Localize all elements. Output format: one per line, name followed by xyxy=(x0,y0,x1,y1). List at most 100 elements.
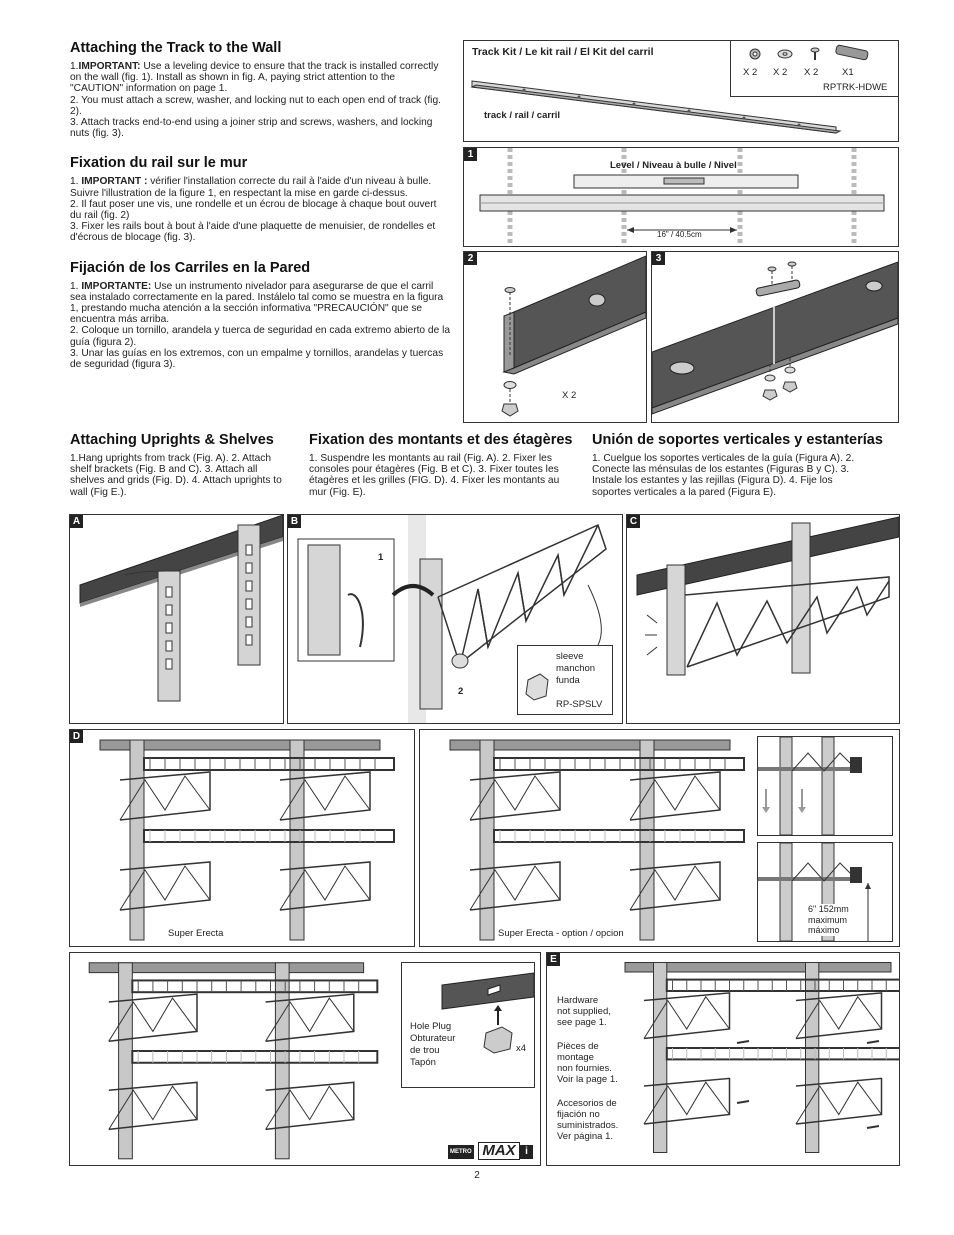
es-uprights-instructions: Unión de soportes verticales y estanterí… xyxy=(592,432,902,498)
hw-en-2: not supplied, xyxy=(557,1006,611,1017)
hole-plug-detail xyxy=(441,972,534,1054)
detail-top-drawing xyxy=(758,737,862,835)
en-track-heading: Attaching the Track to the Wall xyxy=(70,40,282,56)
step-text: Unar las guías en los extremos, con un e… xyxy=(70,347,444,371)
step-number: 3. xyxy=(70,117,79,129)
max-logo: MAX xyxy=(478,1142,520,1160)
hw-es-4: Ver página 1. xyxy=(557,1131,613,1142)
figure-c-bracket-mounted: C xyxy=(626,514,900,724)
en-uprights-text: 1.Hang uprights from track (Fig. A). 2. … xyxy=(70,453,282,498)
step-text: Fixer les rails bout à bout à l'aide d'u… xyxy=(70,221,436,244)
step-text: Coloque un tornillo, arandela y tuerca d… xyxy=(70,325,451,348)
step-number: 2. xyxy=(70,325,79,337)
uprights-on-track-drawing xyxy=(79,515,283,702)
figure-1-level: 1 Level / Niveau à bulle / Nivel 16" / 4… xyxy=(463,147,899,247)
level-track-drawing xyxy=(479,148,885,246)
step-1: 1. IMPORTANTE: Use un instrumento nivela… xyxy=(70,281,450,326)
hw-es-1: Accesorios de xyxy=(557,1098,617,1109)
fr-uprights-instructions: Fixation des montants et des étagères 1.… xyxy=(309,432,581,498)
sleeve-fr: manchon xyxy=(556,663,596,674)
figure-2-number: 2 xyxy=(464,252,477,265)
figure-1-number: 1 xyxy=(464,148,477,161)
es-uprights-text: 1. Cuelgue los soportes verticales de la… xyxy=(592,453,855,498)
step-1: 1.IMPORTANT: Use a leveling device to en… xyxy=(70,61,450,95)
shelf-assembly-drawing xyxy=(99,739,395,941)
en-track-steps: 1.IMPORTANT: Use a leveling device to en… xyxy=(70,61,450,139)
count-joiner: X1 xyxy=(842,67,854,78)
figure-a-tag: A xyxy=(70,515,83,528)
step-text: Attach tracks end-to-end using a joiner … xyxy=(70,117,433,140)
hw-en-3: see page 1. xyxy=(557,1017,607,1028)
plug-es: Tapón xyxy=(410,1057,436,1068)
plug-quantity: x4 xyxy=(516,1043,527,1054)
hw-fr-1: Pièces de xyxy=(557,1041,599,1052)
figure-hole-plug: Hole Plug Obturateur de trou Tapón x4 ME… xyxy=(69,952,541,1166)
step-text: Use a leveling device to ensure that the… xyxy=(70,61,439,95)
track-instructions: Attaching the Track to the Wall 1.IMPORT… xyxy=(70,40,450,370)
sleeve-en: sleeve xyxy=(556,651,584,662)
es-track-steps: 1. IMPORTANTE: Use un instrumento nivela… xyxy=(70,281,450,371)
max-label: 6" 152mm maximum máximo xyxy=(808,904,849,936)
hole-plug-callout: Hole Plug Obturateur de trou Tapón x4 xyxy=(401,962,535,1088)
figure-b-tag: B xyxy=(288,515,301,528)
step-number: 2. xyxy=(70,198,79,210)
es-uprights-heading: Unión de soportes verticales y estanterí… xyxy=(592,432,883,448)
hardware-part-number: RPTRK-HDWE xyxy=(823,82,888,93)
track-rail-drawing xyxy=(470,80,842,134)
hardware-note-fr: Pièces de montage non fournies. Voir la … xyxy=(557,1041,618,1085)
stud-spacing-label: 16" / 40.5cm xyxy=(657,230,702,239)
step-text: Il faut poser une vis, une rondelle et u… xyxy=(70,198,437,222)
hardware-icons xyxy=(749,44,869,61)
metro-logo: METRO xyxy=(448,1145,474,1159)
figure-d-caption: Super Erecta xyxy=(168,928,224,939)
count-washer: X 2 xyxy=(773,67,788,78)
max-es: máximo xyxy=(808,925,840,935)
en-uprights-heading: Attaching Uprights & Shelves xyxy=(70,432,274,448)
step-3: 3. Fixer les rails bout à bout à l'aide … xyxy=(70,221,450,243)
fr-track-steps: 1. IMPORTANT : vérifier l'installation c… xyxy=(70,176,450,243)
figure-d-shelves: D Super Erecta xyxy=(69,729,415,947)
step-1: 1. IMPORTANT : vérifier l'installation c… xyxy=(70,176,450,198)
figure-2-end-screw: 2 X 2 xyxy=(463,251,647,423)
sleeve-es: funda xyxy=(556,675,580,686)
track-kit-title: Track Kit / Le kit rail / El Kit del car… xyxy=(472,46,654,58)
step-text: You must attach a screw, washer, and loc… xyxy=(70,94,441,117)
track-label: track / rail / carril xyxy=(484,110,561,121)
sleeve-callout: sleeve manchon funda RP-SPSLV xyxy=(517,645,613,715)
figure-e-tag: E xyxy=(547,953,560,966)
fr-uprights-heading: Fixation des montants et des étagères xyxy=(309,432,573,448)
hw-fr-4: Voir la page 1. xyxy=(557,1074,618,1085)
step-number: 1. xyxy=(70,280,82,292)
page-number: 2 xyxy=(474,1170,480,1181)
sleeve-part-number: RP-SPSLV xyxy=(556,699,603,710)
step-3: 3. Attach tracks end-to-end using a join… xyxy=(70,117,450,139)
step-2: 2. You must attach a screw, washer, and … xyxy=(70,95,450,117)
hw-fr-3: non fournies. xyxy=(557,1063,612,1074)
step-2: 2. Il faut poser une vis, une rondelle e… xyxy=(70,199,450,221)
step-text: vérifier l'installation correcte du rail… xyxy=(70,176,432,199)
level-label: Level / Niveau à bulle / Nivel xyxy=(610,160,737,171)
hardware-note-en: Hardware not supplied, see page 1. xyxy=(557,995,611,1028)
figure-d-option: Super Erecta - option / opcion 6" 152mm … xyxy=(419,729,900,947)
hw-fr-2: montage xyxy=(557,1052,594,1063)
figure-3-joiner: 3 xyxy=(651,251,899,423)
hw-en-1: Hardware xyxy=(557,995,599,1006)
max-i-logo: i xyxy=(520,1145,533,1159)
step-1-label: 1 xyxy=(378,552,384,563)
joined-tracks-drawing xyxy=(652,261,898,415)
figure-d-tag: D xyxy=(70,730,83,743)
es-track-heading: Fijación de los Carriles en la Pared xyxy=(70,259,311,276)
step-3: 3. Unar las guías en los extremos, con u… xyxy=(70,348,450,370)
sleeve-icon xyxy=(525,673,549,701)
hw-es-2: fijación no xyxy=(557,1109,600,1120)
figure-d-option-caption: Super Erecta - option / opcion xyxy=(498,928,624,939)
track-end-drawing xyxy=(501,255,646,417)
count-nut: X 2 xyxy=(743,67,758,78)
wall-mount-drawing xyxy=(624,962,899,1153)
max-fr: maximum xyxy=(808,914,848,925)
step-number: 1. xyxy=(70,176,82,188)
step-number: 3. xyxy=(70,347,79,359)
hardware-kit-panel: X 2 X 2 X 2 X1 RPTRK-HDWE xyxy=(730,41,898,97)
step-number: 3. xyxy=(70,221,79,233)
figure-a-hang-uprights: A xyxy=(69,514,284,724)
